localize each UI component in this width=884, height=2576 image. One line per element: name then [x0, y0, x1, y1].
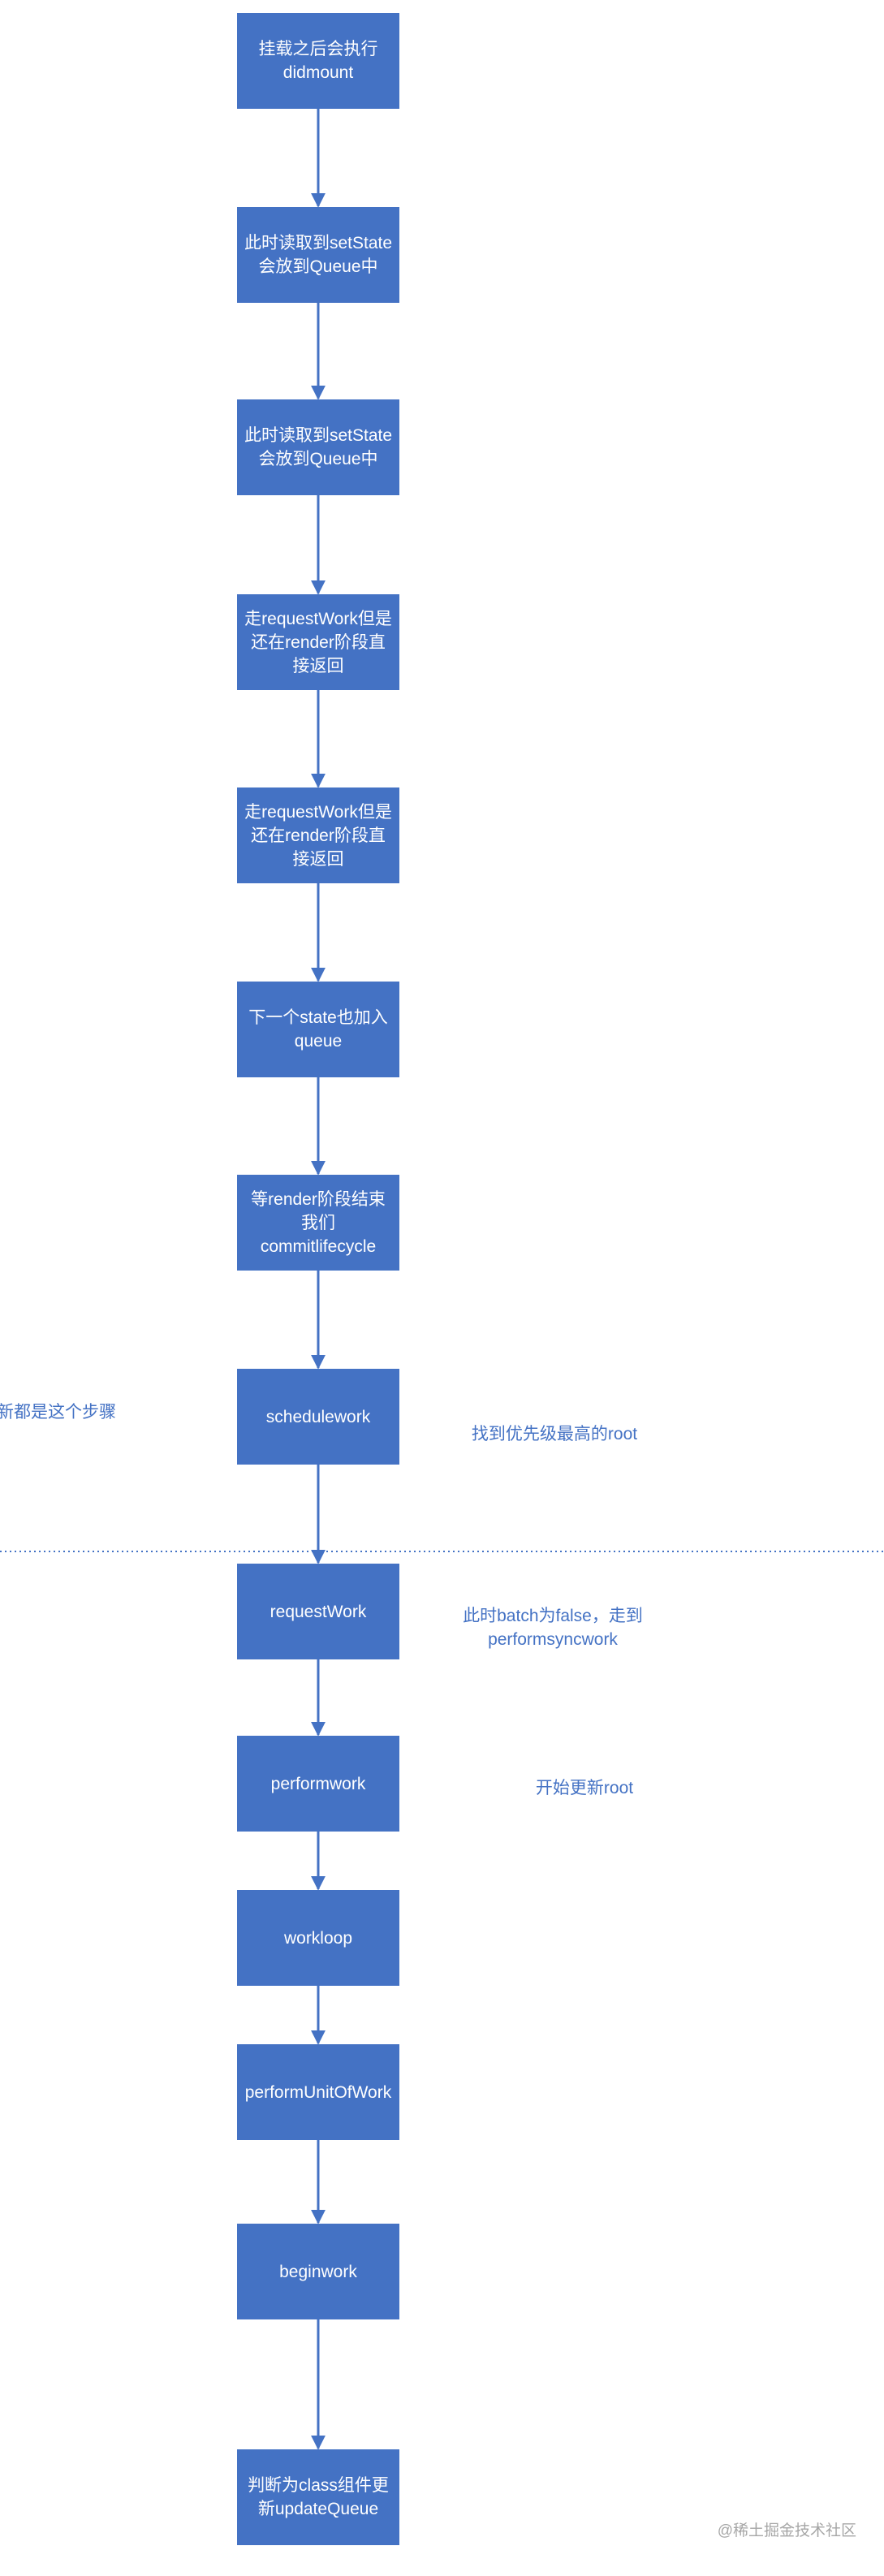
note-schedulework: 找到优先级最高的root — [471, 1425, 638, 1443]
node-performunitofwork: performUnitOfWork — [237, 2044, 399, 2140]
node-updatequeue: 判断为class组件更 新updateQueue — [237, 2449, 399, 2545]
node-schedulework: schedulework — [237, 1369, 399, 1465]
note-requestwork: 此时batch为false，走到 performsyncwork — [463, 1607, 643, 1649]
watermark: @稀土掘金技术社区 — [717, 2522, 856, 2539]
node-requestwork: requestWork — [237, 1564, 399, 1659]
node-requestwork-return-1: 走requestWork但是 还在render阶段直 接返回 — [237, 594, 399, 690]
node-requestwork-return-2: 走requestWork但是 还在render阶段直 接返回 — [237, 787, 399, 883]
node-mount-didmount: 挂载之后会执行 didmount — [237, 13, 399, 109]
node-setstate-queue-1: 此时读取到setState 会放到Queue中 — [237, 207, 399, 303]
node-next-state-queue: 下一个state也加入 queue — [237, 982, 399, 1077]
note-left-partial: 新都是这个步骤 — [0, 1403, 116, 1422]
node-setstate-queue-2: 此时读取到setState 会放到Queue中 — [237, 399, 399, 495]
note-performwork: 开始更新root — [535, 1779, 634, 1797]
node-beginwork: beginwork — [237, 2224, 399, 2319]
node-commitlifecycle: 等render阶段结束 我们 commitlifecycle — [237, 1175, 399, 1271]
node-performwork: performwork — [237, 1736, 399, 1832]
node-workloop: workloop — [237, 1890, 399, 1986]
